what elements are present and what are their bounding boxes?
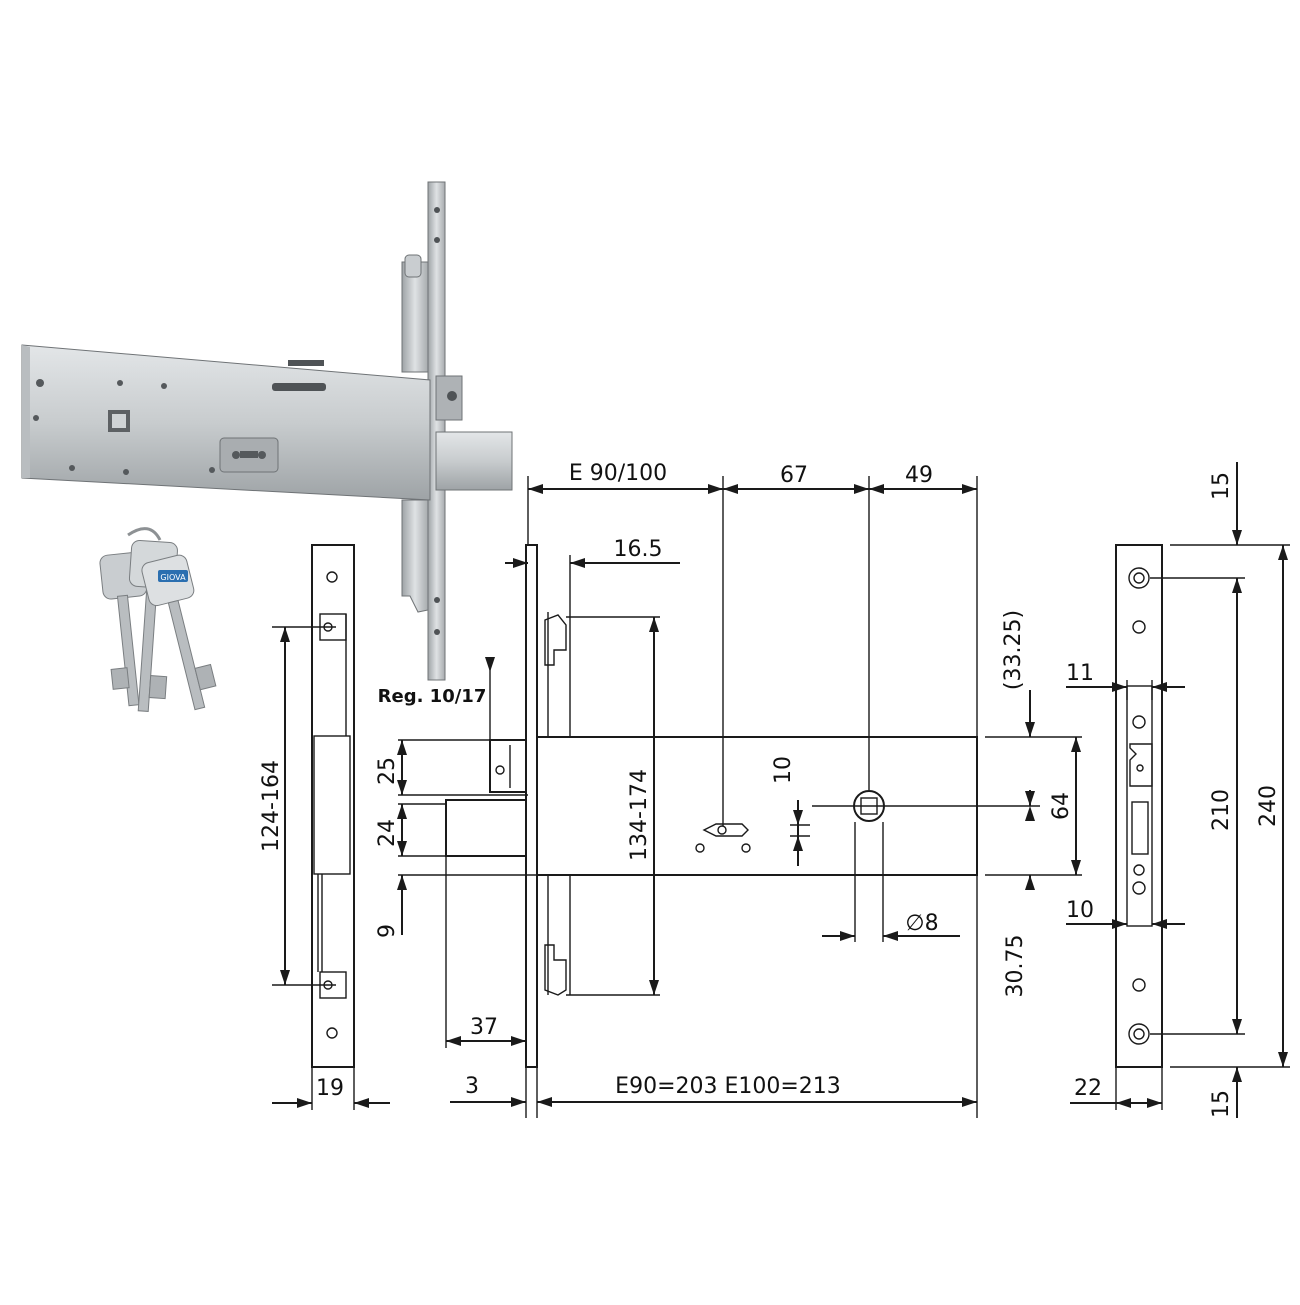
dim-49: 49 (905, 463, 933, 488)
dim-reg-10-17: Reg. 10/17 (378, 686, 487, 707)
dim-10-horizontal: 10 (1066, 898, 1094, 923)
key-brand-label: GIOVA (160, 573, 186, 582)
dim-11: 11 (1066, 661, 1094, 686)
dim-15-bottom: 15 (1209, 1090, 1234, 1118)
dim-e-90-100: E 90/100 (569, 461, 667, 486)
dim-16-5: 16.5 (614, 537, 663, 562)
dim-134-174: 134-174 (627, 769, 652, 861)
dim-e90-e100: E90=203 E100=213 (615, 1074, 841, 1099)
dim-22: 22 (1074, 1076, 1102, 1101)
dim-10-vertical: 10 (771, 756, 796, 784)
strike-plate-drawing: 124-164 19 (259, 544, 390, 1110)
lock-photo (21, 181, 513, 681)
dim-210: 210 (1209, 789, 1234, 831)
dim-67: 67 (780, 463, 808, 488)
dim-37: 37 (470, 1015, 498, 1040)
dim-19: 19 (316, 1076, 344, 1101)
dim-9: 9 (375, 924, 400, 938)
keys-photo: GIOVA (99, 527, 217, 712)
dim-15-top: 15 (1209, 472, 1234, 500)
lock-side-drawing: E 90/100 67 49 16.5 Reg. 10/17 134-174 (375, 461, 1082, 1118)
dim-3: 3 (465, 1074, 479, 1099)
dim-24: 24 (375, 819, 400, 847)
dim-33-25: (33.25) (1001, 610, 1026, 690)
dim-64: 64 (1049, 792, 1074, 820)
dim-25: 25 (375, 757, 400, 785)
dim-30-75: 30.75 (1003, 935, 1028, 998)
dim-240: 240 (1256, 785, 1281, 827)
faceplate-front-drawing: 15 210 240 15 11 10 (1066, 462, 1290, 1118)
dim-124-164: 124-164 (259, 760, 284, 852)
dim-diameter-8: ∅8 (905, 911, 938, 936)
